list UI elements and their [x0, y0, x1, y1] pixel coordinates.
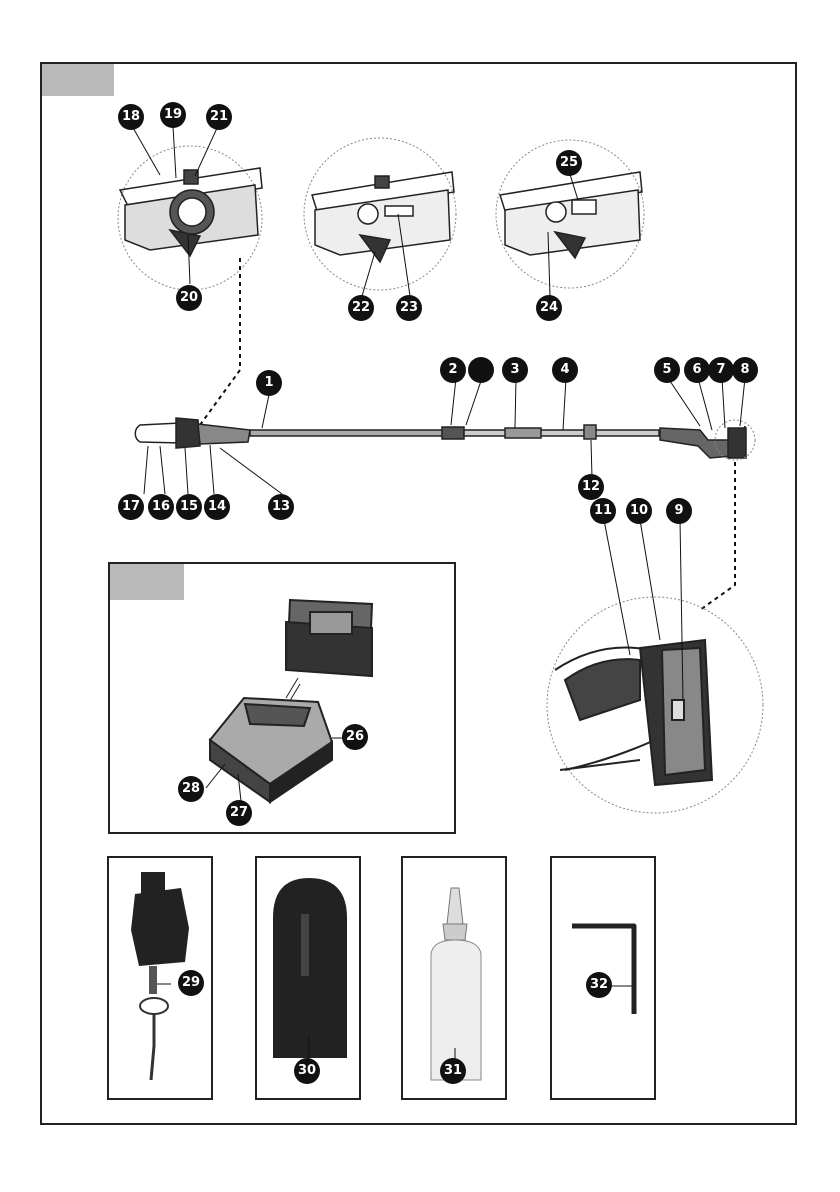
guide-bar — [135, 423, 182, 443]
callout-19: 19 — [160, 102, 186, 128]
callout-5: 5 — [654, 357, 680, 383]
callout-24: 24 — [536, 295, 562, 321]
charger-drawing — [110, 564, 458, 836]
detail-connector-2 — [700, 462, 735, 610]
callout-1: 1 — [256, 370, 282, 396]
callout-8: 8 — [732, 357, 758, 383]
callout-20: 20 — [176, 285, 202, 311]
callout-11: 11 — [590, 498, 616, 524]
battery — [728, 428, 746, 458]
callout-15: 15 — [176, 494, 202, 520]
callout-30: 30 — [294, 1058, 320, 1084]
callout-6: 6 — [684, 357, 710, 383]
callout-unlabeled — [468, 357, 494, 383]
callout-22: 22 — [348, 295, 374, 321]
detail-3-chain-tension — [500, 172, 642, 258]
pole-upper — [464, 430, 659, 436]
callout-17: 17 — [118, 494, 144, 520]
callout-21: 21 — [206, 104, 232, 130]
callout-7: 7 — [708, 357, 734, 383]
callout-28: 28 — [178, 776, 204, 802]
detail-1-sprocket-cover — [120, 168, 262, 256]
figure-b-panel — [108, 562, 456, 834]
motor-housing — [198, 424, 250, 444]
callout-25: 25 — [556, 150, 582, 176]
callout-23: 23 — [396, 295, 422, 321]
pole-coupling — [442, 427, 464, 439]
callout-12: 12 — [578, 474, 604, 500]
pole-grip — [505, 428, 541, 438]
callout-10: 10 — [626, 498, 652, 524]
callout-14: 14 — [204, 494, 230, 520]
detail-2-chain-bar — [312, 172, 454, 262]
callout-31: 31 — [440, 1058, 466, 1084]
callout-9: 9 — [666, 498, 692, 524]
callout-27: 27 — [226, 800, 252, 826]
callout-3: 3 — [502, 357, 528, 383]
callout-29: 29 — [178, 970, 204, 996]
callout-16: 16 — [148, 494, 174, 520]
saw-head — [176, 418, 200, 448]
handle-detail — [555, 640, 712, 785]
callout-18: 18 — [118, 104, 144, 130]
callout-26: 26 — [342, 724, 368, 750]
pole-saw — [135, 418, 746, 458]
callout-2: 2 — [440, 357, 466, 383]
battery-pack — [286, 600, 372, 676]
charger — [210, 698, 332, 802]
callout-13: 13 — [268, 494, 294, 520]
strap-hook — [584, 425, 596, 439]
callout-32: 32 — [586, 972, 612, 998]
callout-4: 4 — [552, 357, 578, 383]
pole-lower — [250, 430, 445, 436]
